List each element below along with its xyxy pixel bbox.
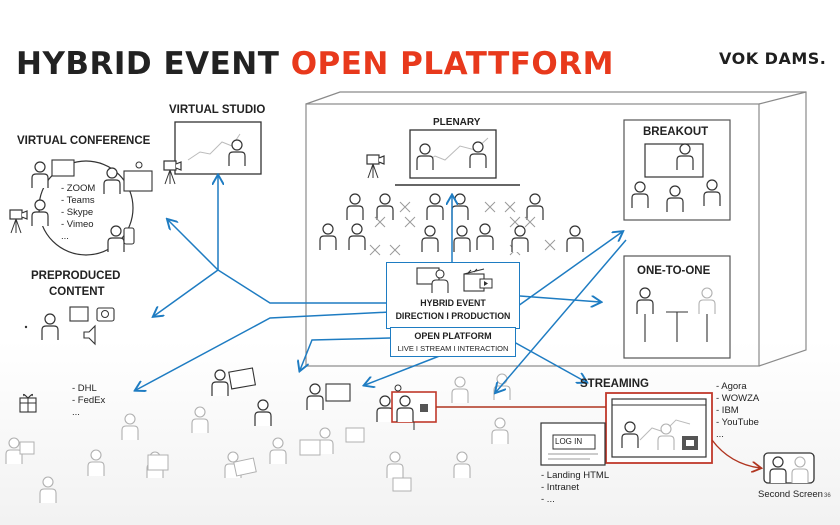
list-item: - YouTube [716,417,759,428]
list-item: - Agora [716,381,747,392]
virtual-conference-label: VIRTUAL CONFERENCE [17,135,151,147]
second-screen-label: Second Screen [758,489,823,500]
list-item: - DHL [72,383,97,394]
center-line3: OPEN PLATFORM [414,331,492,341]
hybrid-event-box: HYBRID EVENT DIRECTION I PRODUCTION [386,262,520,329]
preproduced-label-line1: PREPRODUCED [31,270,121,282]
title-part2: OPEN PLATTFORM [290,46,614,82]
open-platform-box: OPEN PLATFORM LIVE I STREAM I INTERACTIO… [390,327,516,357]
list-item: - Intranet [541,482,580,493]
streaming-label: STREAMING [580,378,649,390]
center-line1: HYBRID EVENT [420,298,486,308]
list-item: ... [72,407,80,418]
list-item: ... [716,429,724,440]
center-line4: LIVE I STREAM I INTERACTION [397,344,509,353]
flow-arrows [136,176,627,392]
production-icons [416,267,493,293]
venue-box [305,91,807,367]
list-item: - FedEx [72,395,106,406]
delivery-list: - DHL - FedEx ... [72,383,105,419]
list-item: - Landing HTML [541,470,610,481]
virtual-studio-label: VIRTUAL STUDIO [169,104,266,116]
title-part1: HYBRID EVENT [16,46,280,82]
page-title: HYBRID EVENT OPEN PLATTFORM [16,46,614,82]
conference-tools-list: - ZOOM - Teams - Skype - Vimeo ... [61,183,95,243]
list-item: - Vimeo [61,219,94,230]
list-item: - Teams [61,195,95,206]
list-item: - ZOOM [61,183,96,194]
list-item: - Skype [61,207,94,218]
breakout-label: BREAKOUT [643,126,709,138]
preproduced-label-line2: CONTENT [49,286,105,298]
plenary-label: PLENARY [433,117,481,128]
page-number: 36 [824,493,831,499]
list-item: - WOWZA [716,393,760,404]
brand-logo: VOK DAMS. [719,49,827,68]
login-label: LOG IN [555,437,583,446]
landing-list: - Landing HTML - Intranet - ... [541,470,609,506]
one-to-one-label: ONE-TO-ONE [637,265,711,277]
list-item: - ... [541,494,555,505]
list-item: - IBM [716,405,739,416]
list-item: ... [61,231,69,242]
center-line2: DIRECTION I PRODUCTION [395,311,511,321]
streaming-platforms-list: - Agora - WOWZA - IBM - YouTube ... [716,381,759,441]
remote-audience [5,367,511,504]
